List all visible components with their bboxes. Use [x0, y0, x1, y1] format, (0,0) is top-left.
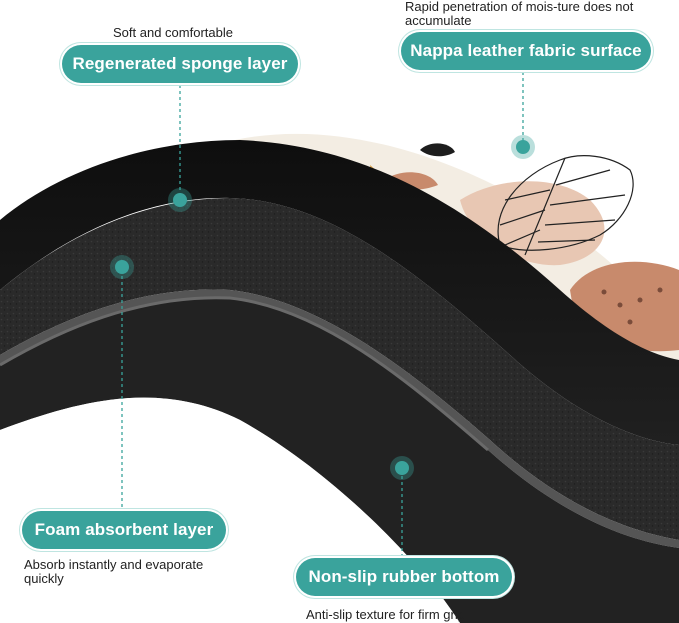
mat-layers: [0, 140, 679, 623]
leader-lines: [121, 72, 524, 560]
foam-note: Absorb instantly and evaporate quickly: [24, 557, 204, 586]
rubber-bottom-label: Non-slip rubber bottom: [296, 558, 512, 596]
sponge-layer-label: Regenerated sponge layer: [62, 45, 298, 83]
marker-dots: [110, 135, 535, 480]
nappa-note: Rapid penetration of mois-ture does not …: [405, 0, 634, 28]
foam-layer-label: Foam absorbent layer: [22, 511, 226, 549]
rubber-note: Anti-slip texture for firm grip: [306, 607, 465, 622]
leaf-outline-icon: [497, 155, 634, 256]
sponge-note: Soft and comfortable: [113, 25, 233, 40]
nappa-surface-label: Nappa leather fabric surface: [401, 32, 651, 70]
